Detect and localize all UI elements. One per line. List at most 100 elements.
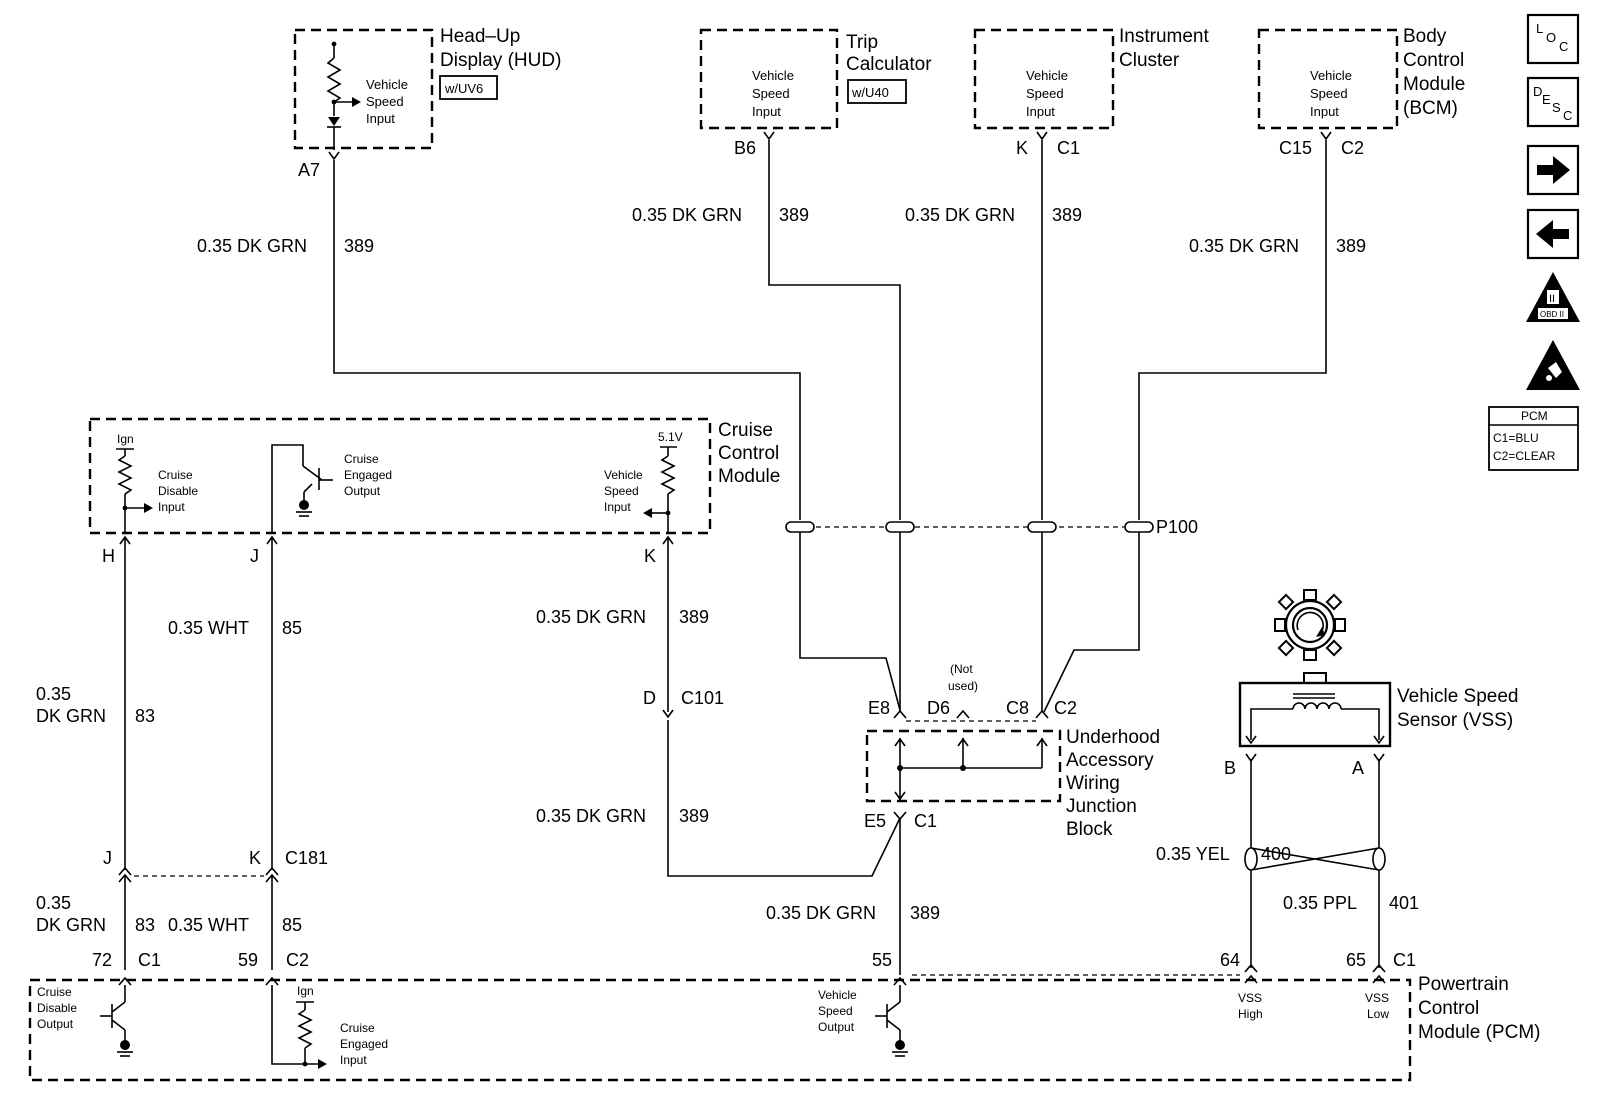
- pcm-vso-label: Speed: [818, 1004, 853, 1018]
- desc-button[interactable]: D E S C: [1526, 76, 1580, 128]
- junction-pin-e8: E8: [868, 698, 890, 718]
- h-wire-circuit: 83: [135, 706, 155, 726]
- cruise-control-module: Ign Cruise Disable Input Cruise Engaged …: [88, 417, 780, 535]
- h-wire-gauge: 0.35: [36, 684, 71, 704]
- pcm-legend-title: PCM: [1521, 409, 1548, 423]
- c101-label: C101: [681, 688, 724, 708]
- ccm-disable-label: Disable: [158, 484, 198, 498]
- bcm-connector-label: C2: [1341, 138, 1364, 158]
- trip-wire-gauge: 0.35 DK GRN: [632, 205, 742, 225]
- hud-input-label: Speed: [366, 94, 404, 109]
- ipc-input-label: Vehicle: [1026, 68, 1068, 83]
- trip-option-label: w/U40: [851, 85, 889, 100]
- loc-letter: L: [1536, 21, 1543, 36]
- obd-numeral: II: [1549, 293, 1555, 305]
- c101-wire-circuit: 389: [679, 806, 709, 826]
- bcm-input-label: Speed: [1310, 86, 1348, 101]
- loc-letter: O: [1546, 30, 1556, 45]
- ccm-vss-label: Input: [604, 500, 631, 514]
- junction-title: Underhood: [1066, 727, 1160, 748]
- bcm-wire-circuit: 389: [1336, 236, 1366, 256]
- c181-label: C181: [285, 848, 328, 868]
- bcm-wire-gauge: 0.35 DK GRN: [1189, 236, 1299, 256]
- pcm-title: Module (PCM): [1418, 1022, 1540, 1043]
- bcm-input-label: Input: [1310, 104, 1339, 119]
- pcm-cdo-label: Cruise: [37, 985, 72, 999]
- prev-arrow-button[interactable]: [1526, 208, 1580, 260]
- pcm-cdo-label: Output: [37, 1017, 74, 1031]
- j-wire-gauge: 0.35 WHT: [168, 618, 249, 638]
- obd-label: OBD II: [1540, 310, 1564, 319]
- p100-label: P100: [1156, 517, 1198, 537]
- desc-letter: D: [1533, 84, 1542, 99]
- trip-calculator-module: Vehicle Speed Input Trip Calculator w/U4…: [699, 28, 932, 158]
- ipc-wire-circuit: 389: [1052, 205, 1082, 225]
- next-arrow-button[interactable]: [1526, 144, 1580, 196]
- junction-title: Accessory: [1066, 750, 1154, 771]
- trip-wire-circuit: 389: [779, 205, 809, 225]
- ccm-title: Module: [718, 466, 780, 487]
- bcm-title: (BCM): [1403, 98, 1458, 119]
- vss-a-wire-gauge: 0.35 PPL: [1283, 893, 1357, 913]
- ccm-k-wire-circuit: 389: [679, 607, 709, 627]
- hud-wire-circuit: 389: [344, 236, 374, 256]
- h-lower-wire-gauge: 0.35: [36, 893, 71, 913]
- hud-input-label: Input: [366, 111, 395, 126]
- trip-input-label: Vehicle: [752, 68, 794, 83]
- pcm-pin-72: 72: [92, 950, 112, 970]
- obd-ii-icon[interactable]: II OBD II: [1526, 272, 1580, 322]
- ccm-engaged-label: Cruise: [344, 452, 379, 466]
- bcm-input-label: Vehicle: [1310, 68, 1352, 83]
- trip-title: Calculator: [846, 54, 932, 75]
- ccm-engaged-label: Output: [344, 484, 381, 498]
- vss-a-wire-circuit: 401: [1389, 893, 1419, 913]
- not-used-label: (Not: [950, 662, 973, 676]
- ipc-input-label: Speed: [1026, 86, 1064, 101]
- junction-connector-c1: C1: [914, 811, 937, 831]
- pcm-vso-label: Output: [818, 1020, 855, 1034]
- desc-letter: C: [1563, 108, 1572, 123]
- ccm-pin-h: H: [102, 546, 115, 566]
- bcm-module: Vehicle Speed Input Body Control Module …: [1257, 26, 1465, 158]
- pcm-pin-65: 65: [1346, 950, 1366, 970]
- vss-pin-a: A: [1352, 758, 1364, 778]
- pcm55-wire-circuit: 389: [910, 903, 940, 923]
- pcm-vso-label: Vehicle: [818, 988, 857, 1002]
- not-used-label: used): [948, 679, 978, 693]
- pcm-connector-c1b: C1: [1393, 950, 1416, 970]
- pcm-pin-59: 59: [238, 950, 258, 970]
- desc-letter: E: [1542, 92, 1551, 107]
- vss-title: Sensor (VSS): [1397, 710, 1513, 731]
- pcm-title: Powertrain: [1418, 974, 1509, 995]
- c181-pin-k: K: [249, 848, 261, 868]
- ccm-ign-label: Ign: [117, 432, 134, 446]
- right-arrow-icon: [1537, 156, 1570, 184]
- j-wire-circuit: 85: [282, 618, 302, 638]
- loc-button[interactable]: L O C: [1526, 13, 1580, 65]
- ccm-vss-label: Speed: [604, 484, 639, 498]
- p100-splice: P100: [785, 517, 1198, 537]
- ipc-connector-label: C1: [1057, 138, 1080, 158]
- esd-warning-icon[interactable]: [1526, 340, 1580, 390]
- pcm-cei-label: Cruise: [340, 1021, 375, 1035]
- trip-input-label: Input: [752, 104, 781, 119]
- c101-wire-gauge: 0.35 DK GRN: [536, 806, 646, 826]
- vss-b-wire-gauge: 0.35 YEL: [1156, 844, 1230, 864]
- junction-connector-c2: C2: [1054, 698, 1077, 718]
- ipc-wire-gauge: 0.35 DK GRN: [905, 205, 1015, 225]
- bcm-title: Module: [1403, 74, 1465, 95]
- junction-block: E8 D6 C8 C2 (Not used) E5 C1 Underhood A…: [864, 662, 1160, 975]
- ccm-disable-label: Input: [158, 500, 185, 514]
- hud-pin-label: A7: [298, 160, 320, 180]
- pcm-connector-c1: C1: [138, 950, 161, 970]
- trip-input-label: Speed: [752, 86, 790, 101]
- junction-feed-wires: [799, 532, 1140, 713]
- pcm-vss-high-label: High: [1238, 1007, 1263, 1021]
- hud-option-badge: [439, 75, 498, 100]
- ccm-title: Cruise: [718, 420, 773, 441]
- loc-letter: C: [1559, 39, 1568, 54]
- ipc-pin-label: K: [1016, 138, 1028, 158]
- ipc-title: Instrument: [1119, 26, 1209, 47]
- pcm-cdo-label: Disable: [37, 1001, 77, 1015]
